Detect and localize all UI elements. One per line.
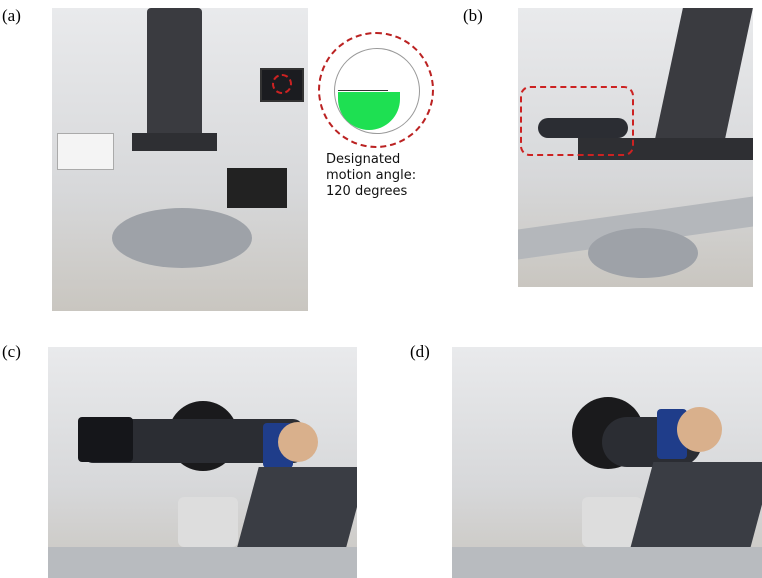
photo-arm-extended (48, 347, 357, 578)
arm-highlight (520, 86, 634, 156)
pc-unit (227, 168, 287, 208)
shoulder (278, 422, 318, 462)
seat (630, 462, 762, 547)
base (112, 208, 252, 268)
angle-pointer (338, 90, 388, 91)
seat-back (653, 8, 753, 148)
shoulder (677, 407, 722, 452)
base (178, 497, 238, 547)
seat (237, 467, 357, 547)
panel-label-d: (d) (410, 342, 430, 361)
photo-arm-positioned (518, 8, 753, 287)
rail (452, 547, 762, 578)
base (588, 228, 698, 278)
seat (132, 133, 217, 151)
dynamometer-head (57, 133, 114, 170)
dial-inner-ring (334, 48, 420, 134)
hand-strap (78, 417, 133, 462)
rail (48, 547, 357, 578)
photo-arm-flexed (452, 347, 762, 578)
panel-label-a: (a) (2, 6, 21, 25)
seat-back (147, 8, 202, 138)
arm (538, 118, 628, 138)
motion-angle-dial-inset (318, 32, 434, 148)
annotation-text: Designated motion angle: 120 degrees (326, 152, 417, 199)
photo-dynamometer-setup (52, 8, 308, 311)
panel-label-b: (b) (463, 6, 483, 25)
panel-label-c: (c) (2, 342, 21, 361)
monitor (260, 68, 304, 102)
monitor-highlight (272, 74, 292, 94)
